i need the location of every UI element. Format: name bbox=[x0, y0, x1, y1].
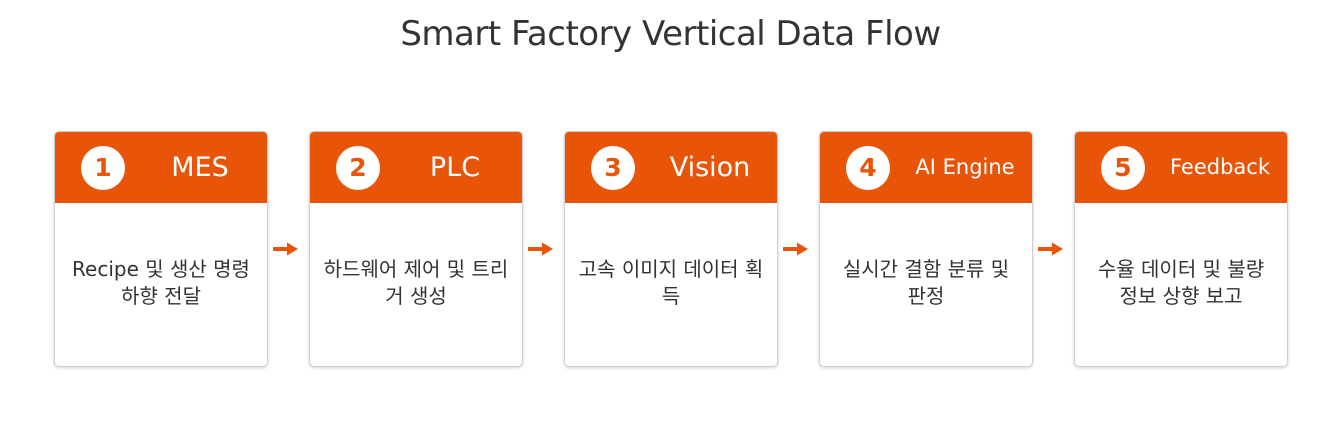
step-header: 2 PLC bbox=[310, 132, 522, 203]
step-description: 실시간 결함 분류 및 판정 bbox=[842, 257, 1010, 308]
step-number-badge: 5 bbox=[1101, 146, 1145, 190]
step-card-ai-engine: 4 AI Engine 실시간 결함 분류 및 판정 bbox=[819, 131, 1033, 367]
step-description: 고속 이미지 데이터 획득 bbox=[578, 257, 764, 308]
step-card-feedback: 5 Feedback 수율 데이터 및 불량 정보 상향 보고 bbox=[1074, 131, 1288, 367]
step-header: 1 MES bbox=[55, 132, 267, 203]
step-card-mes: 1 MES Recipe 및 생산 명령 하향 전달 bbox=[54, 131, 268, 367]
step-card-vision: 3 Vision 고속 이미지 데이터 획득 bbox=[564, 131, 778, 367]
arrow-right-icon bbox=[783, 242, 808, 256]
step-header: 3 Vision bbox=[565, 132, 777, 203]
step-number-badge: 3 bbox=[591, 146, 635, 190]
step-description: Recipe 및 생산 명령 하향 전달 bbox=[72, 257, 250, 308]
step-title: AI Engine bbox=[915, 155, 1015, 179]
step-number-badge: 1 bbox=[81, 146, 125, 190]
step-title: Vision bbox=[669, 152, 751, 183]
step-description: 하드웨어 제어 및 트리거 생성 bbox=[323, 257, 509, 308]
step-card-plc: 2 PLC 하드웨어 제어 및 트리거 생성 bbox=[309, 131, 523, 367]
step-description: 수율 데이터 및 불량 정보 상향 보고 bbox=[1097, 257, 1265, 308]
step-title: MES bbox=[171, 152, 229, 183]
step-number-badge: 4 bbox=[846, 146, 890, 190]
arrow-right-icon bbox=[273, 242, 298, 256]
arrow-right-icon bbox=[1038, 242, 1063, 256]
step-header: 5 Feedback bbox=[1075, 132, 1287, 203]
step-header: 4 AI Engine bbox=[820, 132, 1032, 203]
step-number-badge: 2 bbox=[336, 146, 380, 190]
arrow-right-icon bbox=[528, 242, 553, 256]
diagram-title: Smart Factory Vertical Data Flow bbox=[400, 14, 941, 54]
step-title: PLC bbox=[429, 152, 481, 183]
step-title: Feedback bbox=[1169, 155, 1270, 179]
